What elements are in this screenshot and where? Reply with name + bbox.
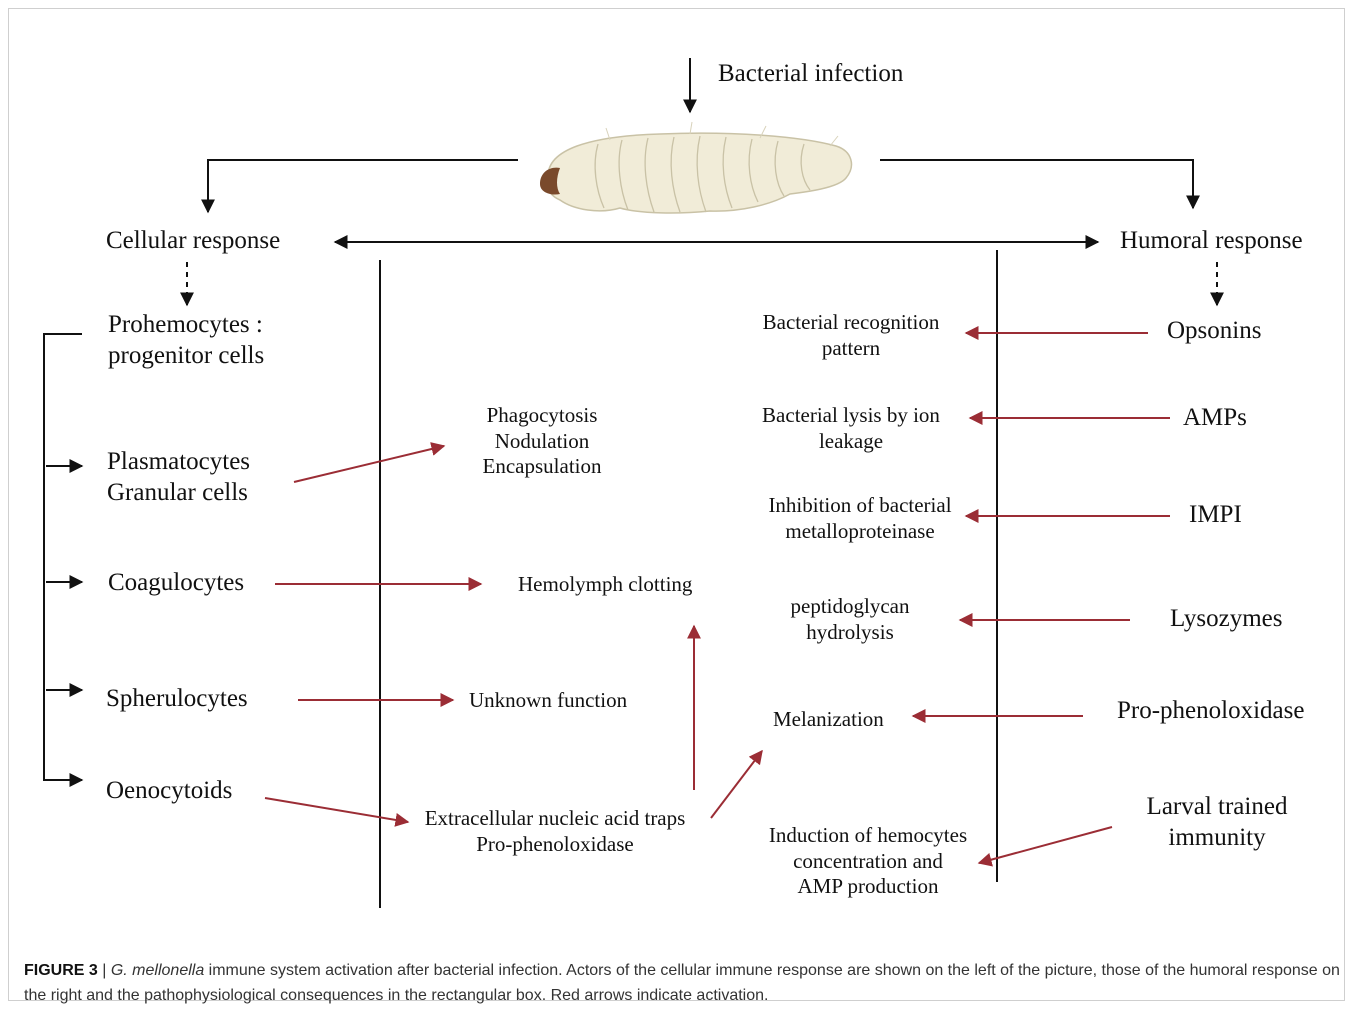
humoral-response-heading: Humoral response bbox=[1120, 227, 1303, 254]
species-name: G. mellonella bbox=[110, 962, 205, 979]
pro-phenoloxidase-label: Pro-phenoloxidase bbox=[1117, 697, 1305, 724]
spherulocytes-label: Spherulocytes bbox=[106, 685, 248, 712]
melanization-label: Melanization bbox=[773, 707, 884, 731]
unknown-function-label: Unknown function bbox=[469, 688, 628, 712]
caption-separator: | bbox=[97, 962, 111, 979]
figure-number: FIGURE 3 bbox=[24, 962, 98, 979]
figure-caption: FIGURE 3 | G. mellonella immune system a… bbox=[24, 958, 1342, 1008]
larva-icon bbox=[540, 121, 853, 214]
figure-frame bbox=[8, 8, 1345, 1001]
activation-arrows bbox=[264, 326, 1170, 867]
coagulocytes-label: Coagulocytes bbox=[108, 569, 245, 596]
prohemocytes-label: Prohemocytes :progenitor cells bbox=[108, 311, 265, 369]
impi-label: IMPI bbox=[1189, 501, 1242, 528]
bacterial-infection-label: Bacterial infection bbox=[718, 60, 904, 87]
opsonins-label: Opsonins bbox=[1167, 317, 1262, 344]
oenocytoids-label: Oenocytoids bbox=[106, 777, 233, 804]
lysozymes-label: Lysozymes bbox=[1170, 605, 1283, 632]
cellular-response-heading: Cellular response bbox=[106, 227, 281, 254]
caption-text: immune system activation after bacterial… bbox=[24, 962, 1340, 1004]
amps-label: AMPs bbox=[1183, 404, 1247, 431]
hemolymph-clotting-label: Hemolymph clotting bbox=[518, 572, 693, 596]
